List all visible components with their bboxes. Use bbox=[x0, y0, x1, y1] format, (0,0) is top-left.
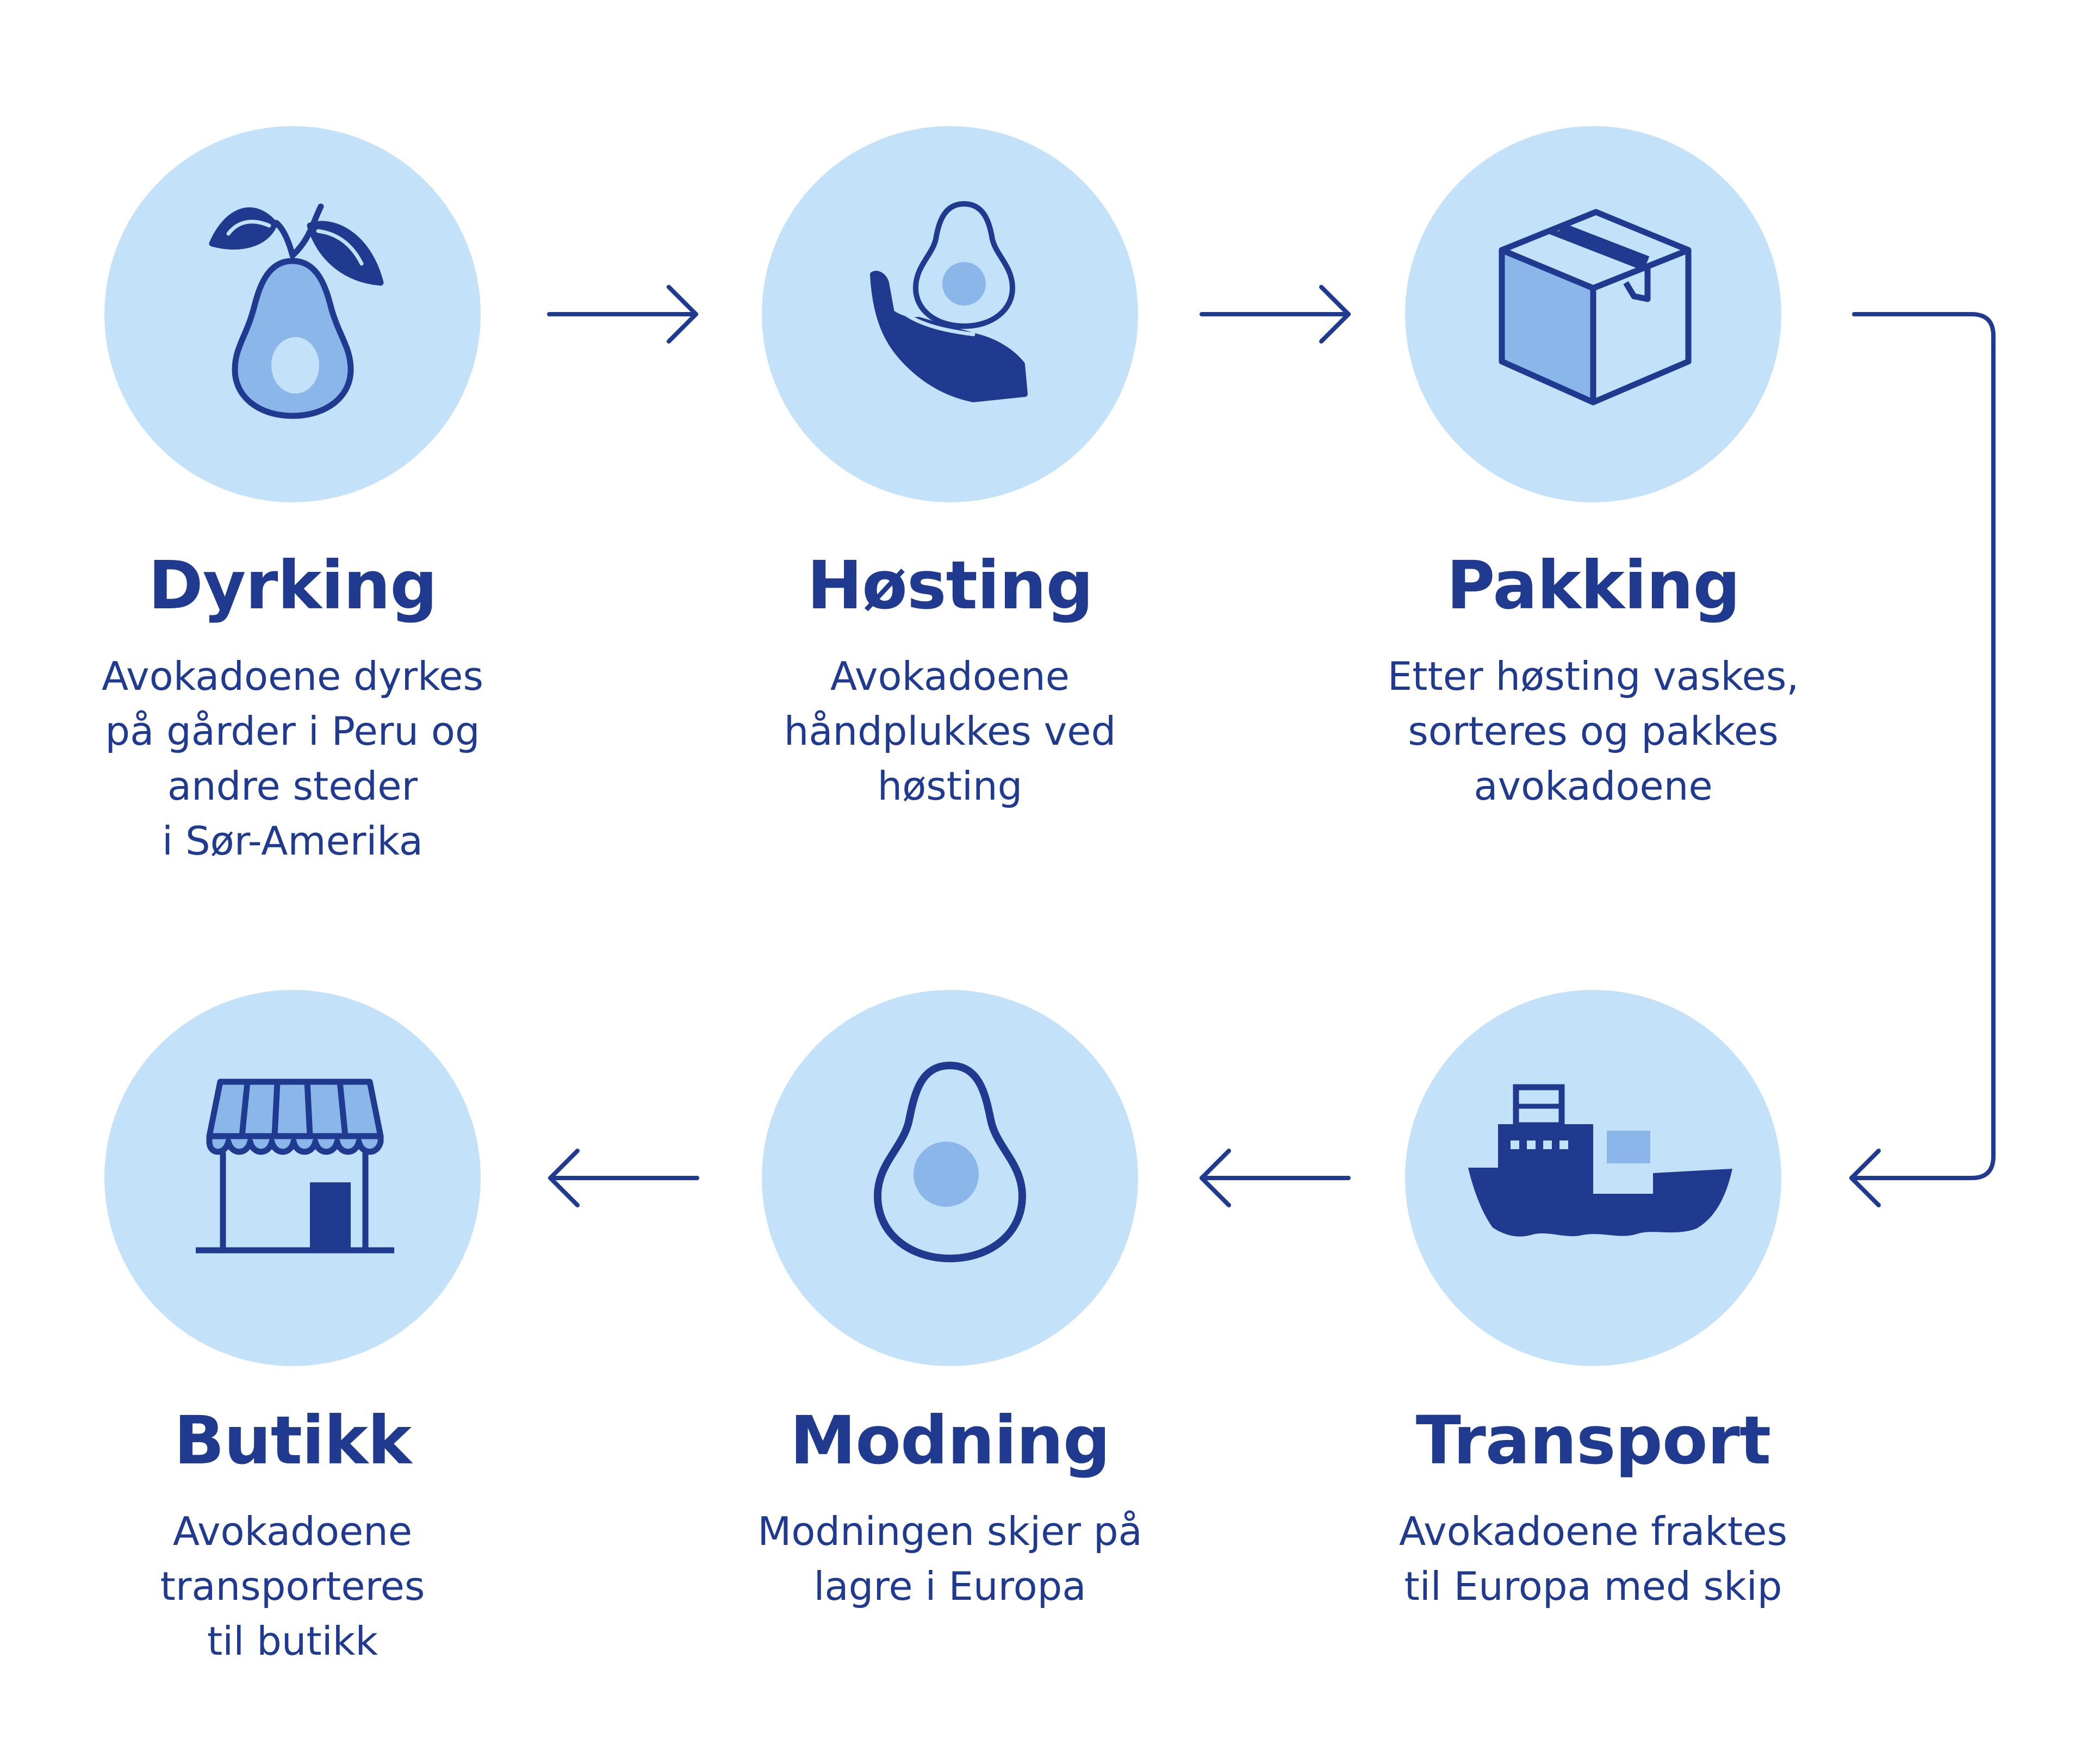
desc-line: Etter høsting vaskes, bbox=[1387, 653, 1799, 700]
arrow-dyrking-to-hosting bbox=[547, 285, 698, 344]
step-description: Etter høsting vaskes, sorteres og pakkes… bbox=[1321, 649, 1865, 814]
desc-line: til butikk bbox=[207, 1618, 378, 1665]
arrow-hosting-to-pakking bbox=[1200, 285, 1351, 344]
step-modning: Modning Modningen skjer på lagre i Europ… bbox=[678, 1404, 1222, 1614]
avocado-branch-icon bbox=[209, 203, 384, 419]
step-title: Modning bbox=[790, 1402, 1110, 1479]
desc-line: håndplukkes ved bbox=[784, 708, 1116, 755]
step-title: Dyrking bbox=[148, 547, 437, 624]
step-title: Butikk bbox=[173, 1402, 412, 1479]
step-pakking: Pakking Etter høsting vaskes, sorteres o… bbox=[1321, 549, 1865, 814]
step-transport: Transport Avokadoene fraktes til Europa … bbox=[1321, 1404, 1865, 1614]
desc-line: transporteres bbox=[160, 1563, 425, 1610]
desc-line: lagre i Europa bbox=[813, 1563, 1086, 1610]
desc-line: Avokadoene bbox=[172, 1509, 413, 1555]
box-icon bbox=[1499, 209, 1692, 406]
desc-line: på gårder i Peru og bbox=[105, 708, 480, 755]
step-description: Avokadoene fraktes til Europa med skip bbox=[1321, 1504, 1865, 1614]
step-butikk: Butikk Avokadoene transporteres til buti… bbox=[21, 1404, 564, 1669]
step-description: Avokadoene håndplukkes ved høsting bbox=[678, 649, 1222, 814]
store-icon bbox=[196, 1079, 394, 1254]
desc-line: andre steder bbox=[167, 763, 418, 809]
desc-line: Modningen skjer på bbox=[757, 1509, 1142, 1555]
desc-line: Avokadoene bbox=[830, 653, 1070, 700]
desc-line: til Europa med skip bbox=[1404, 1563, 1782, 1610]
desc-line: avokadoene bbox=[1474, 763, 1713, 809]
step-title: Høsting bbox=[807, 547, 1093, 624]
hand-avocado-icon bbox=[870, 201, 1028, 402]
step-description: Avokadoene transporteres til butikk bbox=[21, 1504, 564, 1669]
arrow-modning-to-butikk bbox=[548, 1149, 699, 1207]
desc-line: i Sør-Amerika bbox=[162, 818, 423, 864]
desc-line: Avokadoene dyrkes bbox=[102, 653, 483, 700]
step-dyrking: Dyrking Avokadoene dyrkes på gårder i Pe… bbox=[21, 549, 564, 869]
ship-icon bbox=[1468, 1084, 1732, 1237]
desc-line: høsting bbox=[877, 763, 1023, 809]
desc-line: Avokadoene fraktes bbox=[1399, 1509, 1787, 1555]
step-title: Pakking bbox=[1446, 547, 1741, 624]
step-title: Transport bbox=[1415, 1402, 1771, 1479]
avocado-half-icon bbox=[874, 1062, 1026, 1262]
circle-butikk bbox=[104, 990, 481, 1366]
step-description: Avokadoene dyrkes på gårder i Peru og an… bbox=[21, 649, 564, 869]
step-hosting: Høsting Avokadoene håndplukkes ved høsti… bbox=[678, 549, 1222, 814]
desc-line: sorteres og pakkes bbox=[1408, 708, 1779, 755]
arrow-pakking-to-transport bbox=[1849, 312, 1996, 1207]
arrow-transport-to-modning bbox=[1200, 1149, 1351, 1207]
step-description: Modningen skjer på lagre i Europa bbox=[678, 1504, 1222, 1614]
